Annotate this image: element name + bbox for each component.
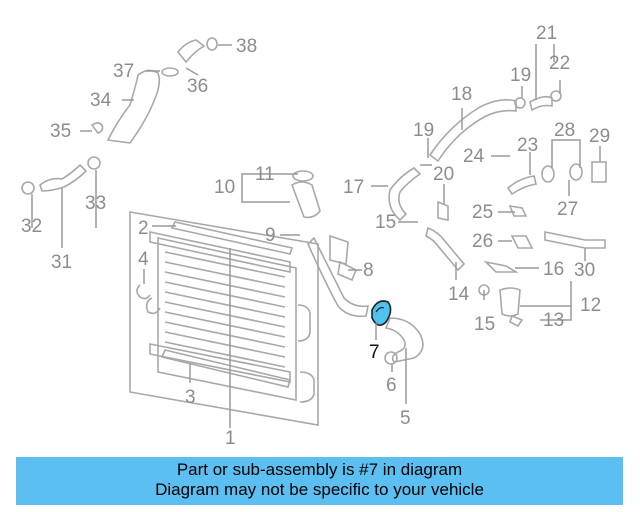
label-35: 35 bbox=[50, 121, 71, 142]
label-8: 8 bbox=[363, 260, 374, 281]
label-20: 20 bbox=[433, 164, 454, 185]
label-10: 10 bbox=[214, 177, 235, 198]
label-32: 32 bbox=[21, 216, 42, 237]
air-guide-lower bbox=[160, 349, 291, 388]
label-24: 24 bbox=[463, 146, 485, 167]
label-15a: 15 bbox=[375, 212, 396, 233]
label-21: 21 bbox=[536, 23, 557, 44]
label-13: 13 bbox=[543, 310, 564, 331]
intercooler-part bbox=[129, 211, 319, 426]
label-2: 2 bbox=[138, 218, 149, 239]
label-25: 25 bbox=[472, 202, 493, 223]
part-labels: 1 2 3 4 5 6 7 8 9 10 11 12 13 14 15 16 1… bbox=[21, 23, 610, 449]
label-15b: 15 bbox=[474, 314, 495, 335]
label-14: 14 bbox=[448, 284, 470, 305]
label-5: 5 bbox=[400, 408, 411, 429]
label-19b: 19 bbox=[510, 65, 531, 86]
label-3: 3 bbox=[185, 387, 196, 408]
label-7: 7 bbox=[369, 342, 380, 363]
banner-line-2: Diagram may not be specific to your vehi… bbox=[155, 480, 484, 499]
banner-line-1: Part or sub-assembly is #7 in diagram bbox=[176, 460, 463, 479]
label-12: 12 bbox=[580, 295, 601, 316]
label-29: 29 bbox=[589, 126, 610, 147]
label-31: 31 bbox=[51, 252, 72, 273]
label-4: 4 bbox=[138, 249, 149, 270]
label-38: 38 bbox=[236, 36, 257, 57]
label-19a: 19 bbox=[413, 120, 434, 141]
clip-part-4 bbox=[136, 284, 151, 300]
label-28: 28 bbox=[554, 120, 575, 141]
part-7-highlighted bbox=[371, 300, 392, 326]
label-22: 22 bbox=[549, 53, 570, 74]
label-36: 36 bbox=[187, 76, 208, 97]
label-23: 23 bbox=[517, 135, 538, 156]
label-30: 30 bbox=[574, 260, 595, 281]
label-16: 16 bbox=[543, 259, 564, 280]
label-26: 26 bbox=[472, 231, 493, 252]
label-9: 9 bbox=[265, 225, 276, 246]
label-34: 34 bbox=[90, 90, 112, 111]
info-banner: Part or sub-assembly is #7 in diagram Di… bbox=[16, 457, 623, 505]
charge-pipe-center bbox=[291, 170, 424, 365]
parts-diagram: 1 2 3 4 5 6 7 8 9 10 11 12 13 14 15 16 1… bbox=[21, 23, 610, 449]
label-1: 1 bbox=[225, 428, 236, 449]
label-27: 27 bbox=[557, 199, 578, 220]
leader-lines bbox=[31, 44, 601, 428]
label-18: 18 bbox=[451, 84, 472, 105]
label-33: 33 bbox=[85, 193, 106, 214]
label-17: 17 bbox=[343, 177, 364, 198]
label-6: 6 bbox=[386, 375, 397, 396]
label-37: 37 bbox=[113, 61, 134, 82]
label-11: 11 bbox=[255, 164, 275, 185]
